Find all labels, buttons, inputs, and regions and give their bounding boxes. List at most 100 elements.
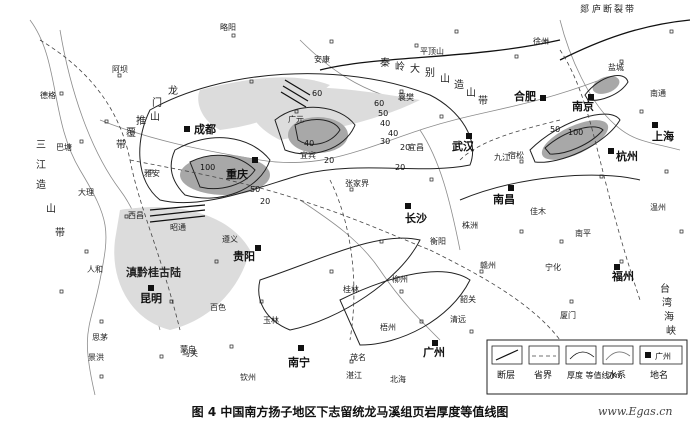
city-marker	[298, 345, 304, 351]
place-label: 桂林	[343, 284, 359, 294]
place-label: 梧州	[380, 322, 396, 332]
city-marker	[652, 122, 658, 128]
contour-label: 30	[380, 137, 390, 146]
place-label: 佳木	[530, 206, 546, 216]
river-network	[29, 19, 681, 396]
place-label: 山	[46, 203, 56, 215]
place-label: 覆	[126, 127, 136, 139]
place-label: 南平	[575, 228, 591, 238]
place-label: 带	[116, 139, 126, 151]
place-label: 大理	[78, 187, 94, 197]
place-label: 茂名	[350, 352, 366, 362]
place-label: 昭通	[170, 222, 186, 232]
minor-place-markers	[59, 29, 684, 379]
place-label: 裂	[614, 4, 623, 15]
place-label: 峡	[666, 324, 676, 337]
legend-label: 水系	[608, 369, 626, 381]
place-label: 马关	[182, 348, 198, 358]
place-label: 雅安	[144, 168, 160, 178]
place-label: 南通	[650, 88, 666, 98]
place-label: 湾	[662, 296, 672, 309]
place-label: 造	[36, 178, 46, 191]
place-label: 宿松	[508, 150, 524, 160]
legend-label: 地名	[650, 369, 668, 381]
place-label: 人和	[87, 265, 103, 274]
place-label: 株洲	[462, 220, 478, 230]
contour-label: 100	[200, 163, 215, 172]
major-city-labels: 成都 重庆 贵阳 昆明 南宁 广州 长沙 武汉 南昌 合肥 南京 杭州 上海 福…	[140, 89, 674, 369]
place-label: 略阳	[220, 22, 236, 32]
place-label: 清远	[450, 314, 466, 324]
isopach-contours	[139, 73, 641, 346]
place-label: 九江	[494, 153, 510, 162]
place-label: 钦州	[240, 372, 256, 382]
city-marker	[405, 203, 411, 209]
place-label: 秦	[380, 56, 390, 69]
contour-label: 20	[324, 156, 334, 165]
city-label: 长沙	[405, 211, 427, 225]
city-label: 南宁	[288, 355, 310, 369]
province-borders	[39, 39, 641, 341]
contour-label: 20	[395, 163, 405, 172]
watermark: www.Egas.cn	[598, 405, 673, 418]
contour-value-labels: 60 40 20 50 40 30 20 100 50 20 60 40 20 …	[200, 89, 583, 206]
map-background	[0, 0, 700, 396]
city-label: 重庆	[226, 167, 248, 181]
faults	[149, 19, 691, 223]
place-label: 巴塘	[56, 142, 72, 152]
place-label: 岭	[395, 60, 405, 73]
place-label: 别	[425, 67, 435, 79]
place-label: 山	[466, 87, 476, 99]
place-label: 赣州	[480, 260, 496, 270]
contour-label: 50	[250, 185, 260, 194]
contour-label: 100	[568, 128, 583, 137]
city-label: 昆明	[140, 292, 162, 305]
city-label: 上海	[652, 129, 674, 143]
city-label: 贵阳	[233, 249, 255, 263]
major-cities	[148, 94, 658, 351]
legend: 广州 断层 省界 厚度 等值线/m 水系 地名	[486, 339, 688, 395]
city-marker	[255, 245, 261, 251]
city-marker	[608, 148, 614, 154]
city-marker	[432, 340, 438, 346]
place-label: 蒙自	[180, 344, 196, 354]
city-label: 合肥	[514, 89, 536, 103]
place-label: 宁化	[545, 262, 561, 272]
contour-label: 20	[400, 143, 410, 152]
contour-label: 60	[374, 99, 384, 108]
city-marker	[540, 95, 546, 101]
place-label: 遵义	[222, 234, 238, 244]
place-label: 盐城	[608, 62, 624, 72]
place-label: 山	[150, 111, 160, 123]
place-label: 韶关	[460, 294, 476, 304]
contour-label: 20	[260, 197, 270, 206]
thickness-zone-light	[114, 77, 420, 330]
place-label: 温州	[650, 203, 666, 212]
place-label: 江	[36, 159, 46, 171]
place-label: 带	[625, 4, 634, 15]
place-label: 广元	[288, 114, 304, 124]
place-label: 三	[36, 140, 46, 151]
city-label: 武汉	[452, 139, 475, 153]
city-label: 杭州	[616, 149, 638, 163]
legend-label: 省界	[534, 369, 552, 381]
place-label: 断	[603, 3, 612, 15]
place-label: 门	[152, 96, 162, 109]
city-label: 南昌	[493, 192, 515, 206]
place-label: 带	[478, 95, 488, 107]
place-label: 襄樊	[398, 92, 414, 102]
place-label: 带	[55, 227, 65, 239]
place-label: 平顶山	[420, 46, 444, 56]
contour-label: 60	[312, 89, 322, 98]
place-label: 安康	[314, 54, 330, 64]
city-label: 成都	[194, 122, 216, 136]
place-label: 北海	[390, 374, 406, 384]
city-label: 南京	[572, 99, 594, 113]
city-marker	[588, 94, 594, 100]
contour-label: 40	[304, 139, 314, 148]
city-marker	[614, 264, 620, 270]
place-label: 山	[440, 73, 450, 85]
city-marker	[184, 126, 190, 132]
legend-label: 厚度 等值线/m	[567, 370, 620, 380]
place-label: 郯	[580, 3, 589, 15]
